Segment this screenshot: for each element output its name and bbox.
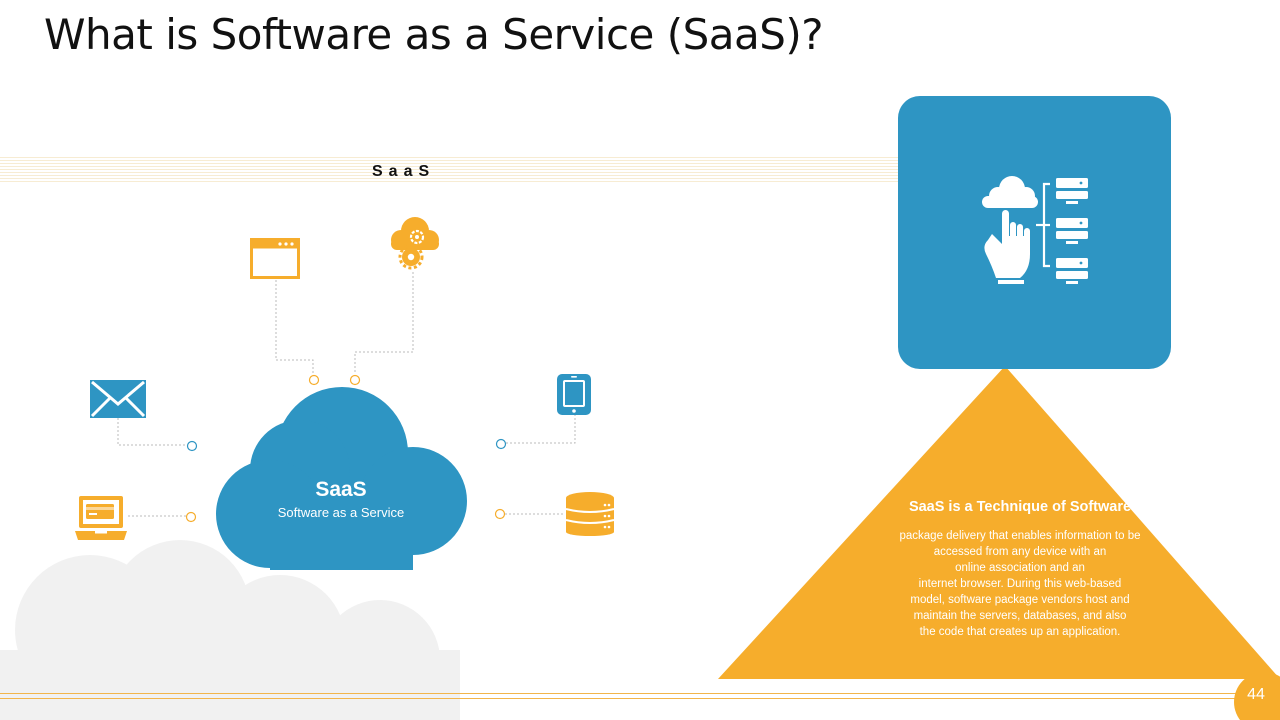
feature-box <box>898 96 1171 369</box>
band-label: SaaS <box>372 163 436 180</box>
cloud-title: SaaS <box>315 478 367 501</box>
triangle-line: internet browser. During this web-based <box>918 578 1122 590</box>
saas-band <box>0 157 905 183</box>
cloud-subtitle: Software as a Service <box>277 505 405 520</box>
database-icon <box>565 492 615 536</box>
envelope-icon <box>90 380 146 418</box>
cloud-hand-server-icon <box>982 176 1088 284</box>
footer-lines <box>0 693 1240 699</box>
triangle-line: accessed from any device with an <box>933 546 1107 558</box>
triangle-line: the code that creates up an application. <box>919 626 1121 638</box>
browser-window-icon <box>250 238 300 279</box>
tablet-icon <box>557 374 591 415</box>
background-clouds <box>0 540 460 720</box>
triangle-line: package delivery that enables informatio… <box>899 530 1141 542</box>
node-cloud-gear <box>349 374 361 386</box>
saas-cloud <box>216 387 467 570</box>
page-title: What is Software as a Service (SaaS)? <box>44 10 824 59</box>
triangle-line: model, software package vendors host and <box>910 594 1130 606</box>
node-tablet <box>495 438 507 450</box>
orange-triangle <box>718 366 1280 679</box>
triangle-body: package delivery that enables informatio… <box>872 528 1168 640</box>
page-number-badge <box>1234 672 1280 720</box>
page-number: 44 <box>1247 686 1265 703</box>
node-browser <box>308 374 320 386</box>
laptop-icon <box>75 496 127 540</box>
triangle-line: maintain the servers, databases, and als… <box>913 610 1127 622</box>
node-mail <box>186 440 198 452</box>
node-database <box>494 508 506 520</box>
node-laptop <box>185 511 197 523</box>
cloud-gear-icon <box>391 217 439 270</box>
triangle-line: online association and an <box>955 562 1085 574</box>
triangle-heading: SaaS is a Technique of Software <box>908 499 1132 515</box>
connector-lines <box>117 272 576 517</box>
